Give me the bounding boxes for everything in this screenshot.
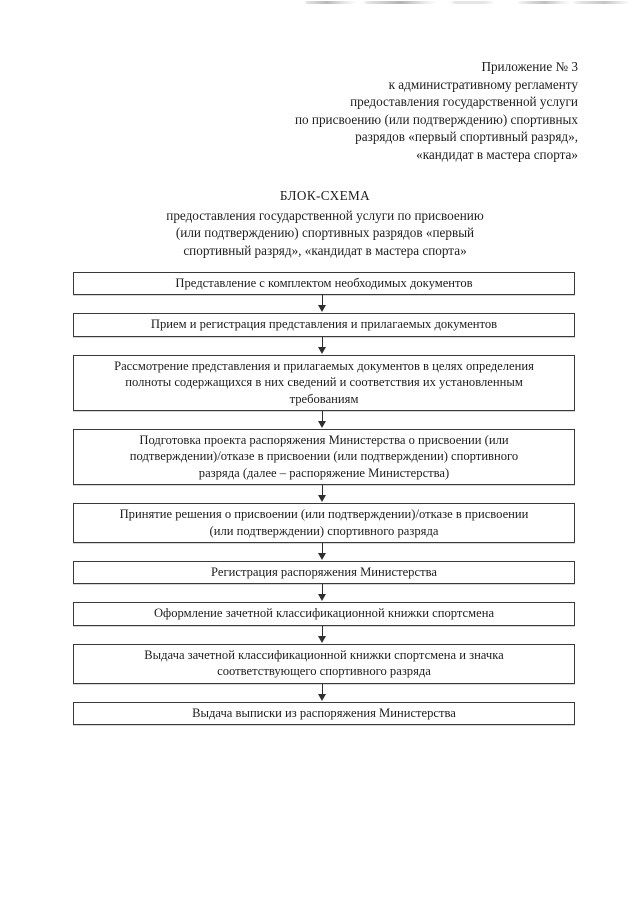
flow-step-7-line-1: Оформление зачетной классификационной кн… [153,606,495,621]
flow-step-8: Выдача зачетной классификационной книжки… [73,643,575,684]
flow-step-9-line-1: Выдача выписки из распоряжения Министерс… [192,705,456,720]
document-header: Приложение № 3 к административному регла… [238,58,578,163]
flow-connector-3-4 [73,411,575,429]
flow-step-3-line-1: Рассмотрение представления и прилагаемых… [114,358,534,373]
header-line-5: разрядов «первый спортивный разряд», [355,129,578,144]
subtitle-line-2: (или подтверждению) спортивных разрядов … [175,225,475,241]
flow-connector-5-6 [73,543,575,561]
flow-step-3-line-2: полноты содержащихся в них сведений и со… [125,375,523,390]
flow-step-1: Представление с комплектом необходимых д… [73,272,575,296]
flow-step-5: Принятие решения о присвоении (или подтв… [73,503,575,544]
header-line-1: Приложение № 3 [481,59,578,74]
flowchart: Представление с комплектом необходимых д… [73,272,575,726]
flow-step-4: Подготовка проекта распоряжения Министер… [73,429,575,486]
flow-connector-6-7 [73,584,575,602]
flow-step-7: Оформление зачетной классификационной кн… [73,602,575,626]
header-line-2: к административному регламенту [388,76,578,92]
scan-artifact-strip [305,1,630,4]
flow-connector-8-9 [73,683,575,702]
flow-connector-7-8 [73,625,575,644]
header-line-3: предоставления государственной услуги [350,94,578,109]
flow-step-4-line-3: разряда (далее – распоряжение Министерст… [198,465,450,480]
flow-step-9: Выдача выписки из распоряжения Министерс… [73,701,575,726]
header-line-4: по присвоению (или подтверждению) спорти… [294,111,578,127]
flow-step-3: Рассмотрение представления и прилагаемых… [73,354,575,412]
header-line-6: «кандидат в мастера спорта» [416,146,578,162]
page-title: БЛОК-СХЕМА [279,188,371,203]
flow-step-6-line-1: Регистрация распоряжения Министерства [211,565,437,580]
flow-connector-2-3 [73,336,575,355]
flow-step-3-line-3: требованиям [289,391,359,406]
flow-step-5-line-2: (или подтверждении) спортивного разряда [209,523,439,538]
flow-step-2: Прием и регистрация представления и прил… [73,313,575,337]
flow-step-2-line-1: Прием и регистрация представления и прил… [150,317,498,332]
flow-step-6: Регистрация распоряжения Министерства [73,561,575,585]
flow-step-8-line-1: Выдача зачетной классификационной книжки… [144,647,504,662]
flow-step-4-line-2: подтверждении)/отказе в присвоении (или … [129,449,519,464]
flow-connector-1-2 [73,295,575,313]
title-block: БЛОК-СХЕМА предоставления государственно… [100,187,550,259]
flow-step-4-line-1: Подготовка проекта распоряжения Министер… [139,433,509,448]
flow-step-5-line-1: Принятие решения о присвоении (или подтв… [119,507,529,522]
flow-step-8-line-2: соответствующего спортивного разряда [217,664,431,679]
subtitle-line-3: спортивный разряд», «кандидат в мастера … [183,242,467,258]
flow-connector-4-5 [73,485,575,503]
flow-step-1-line-1: Представление с комплектом необходимых д… [175,276,473,290]
subtitle-line-1: предоставления государственной услуги по… [166,207,484,223]
